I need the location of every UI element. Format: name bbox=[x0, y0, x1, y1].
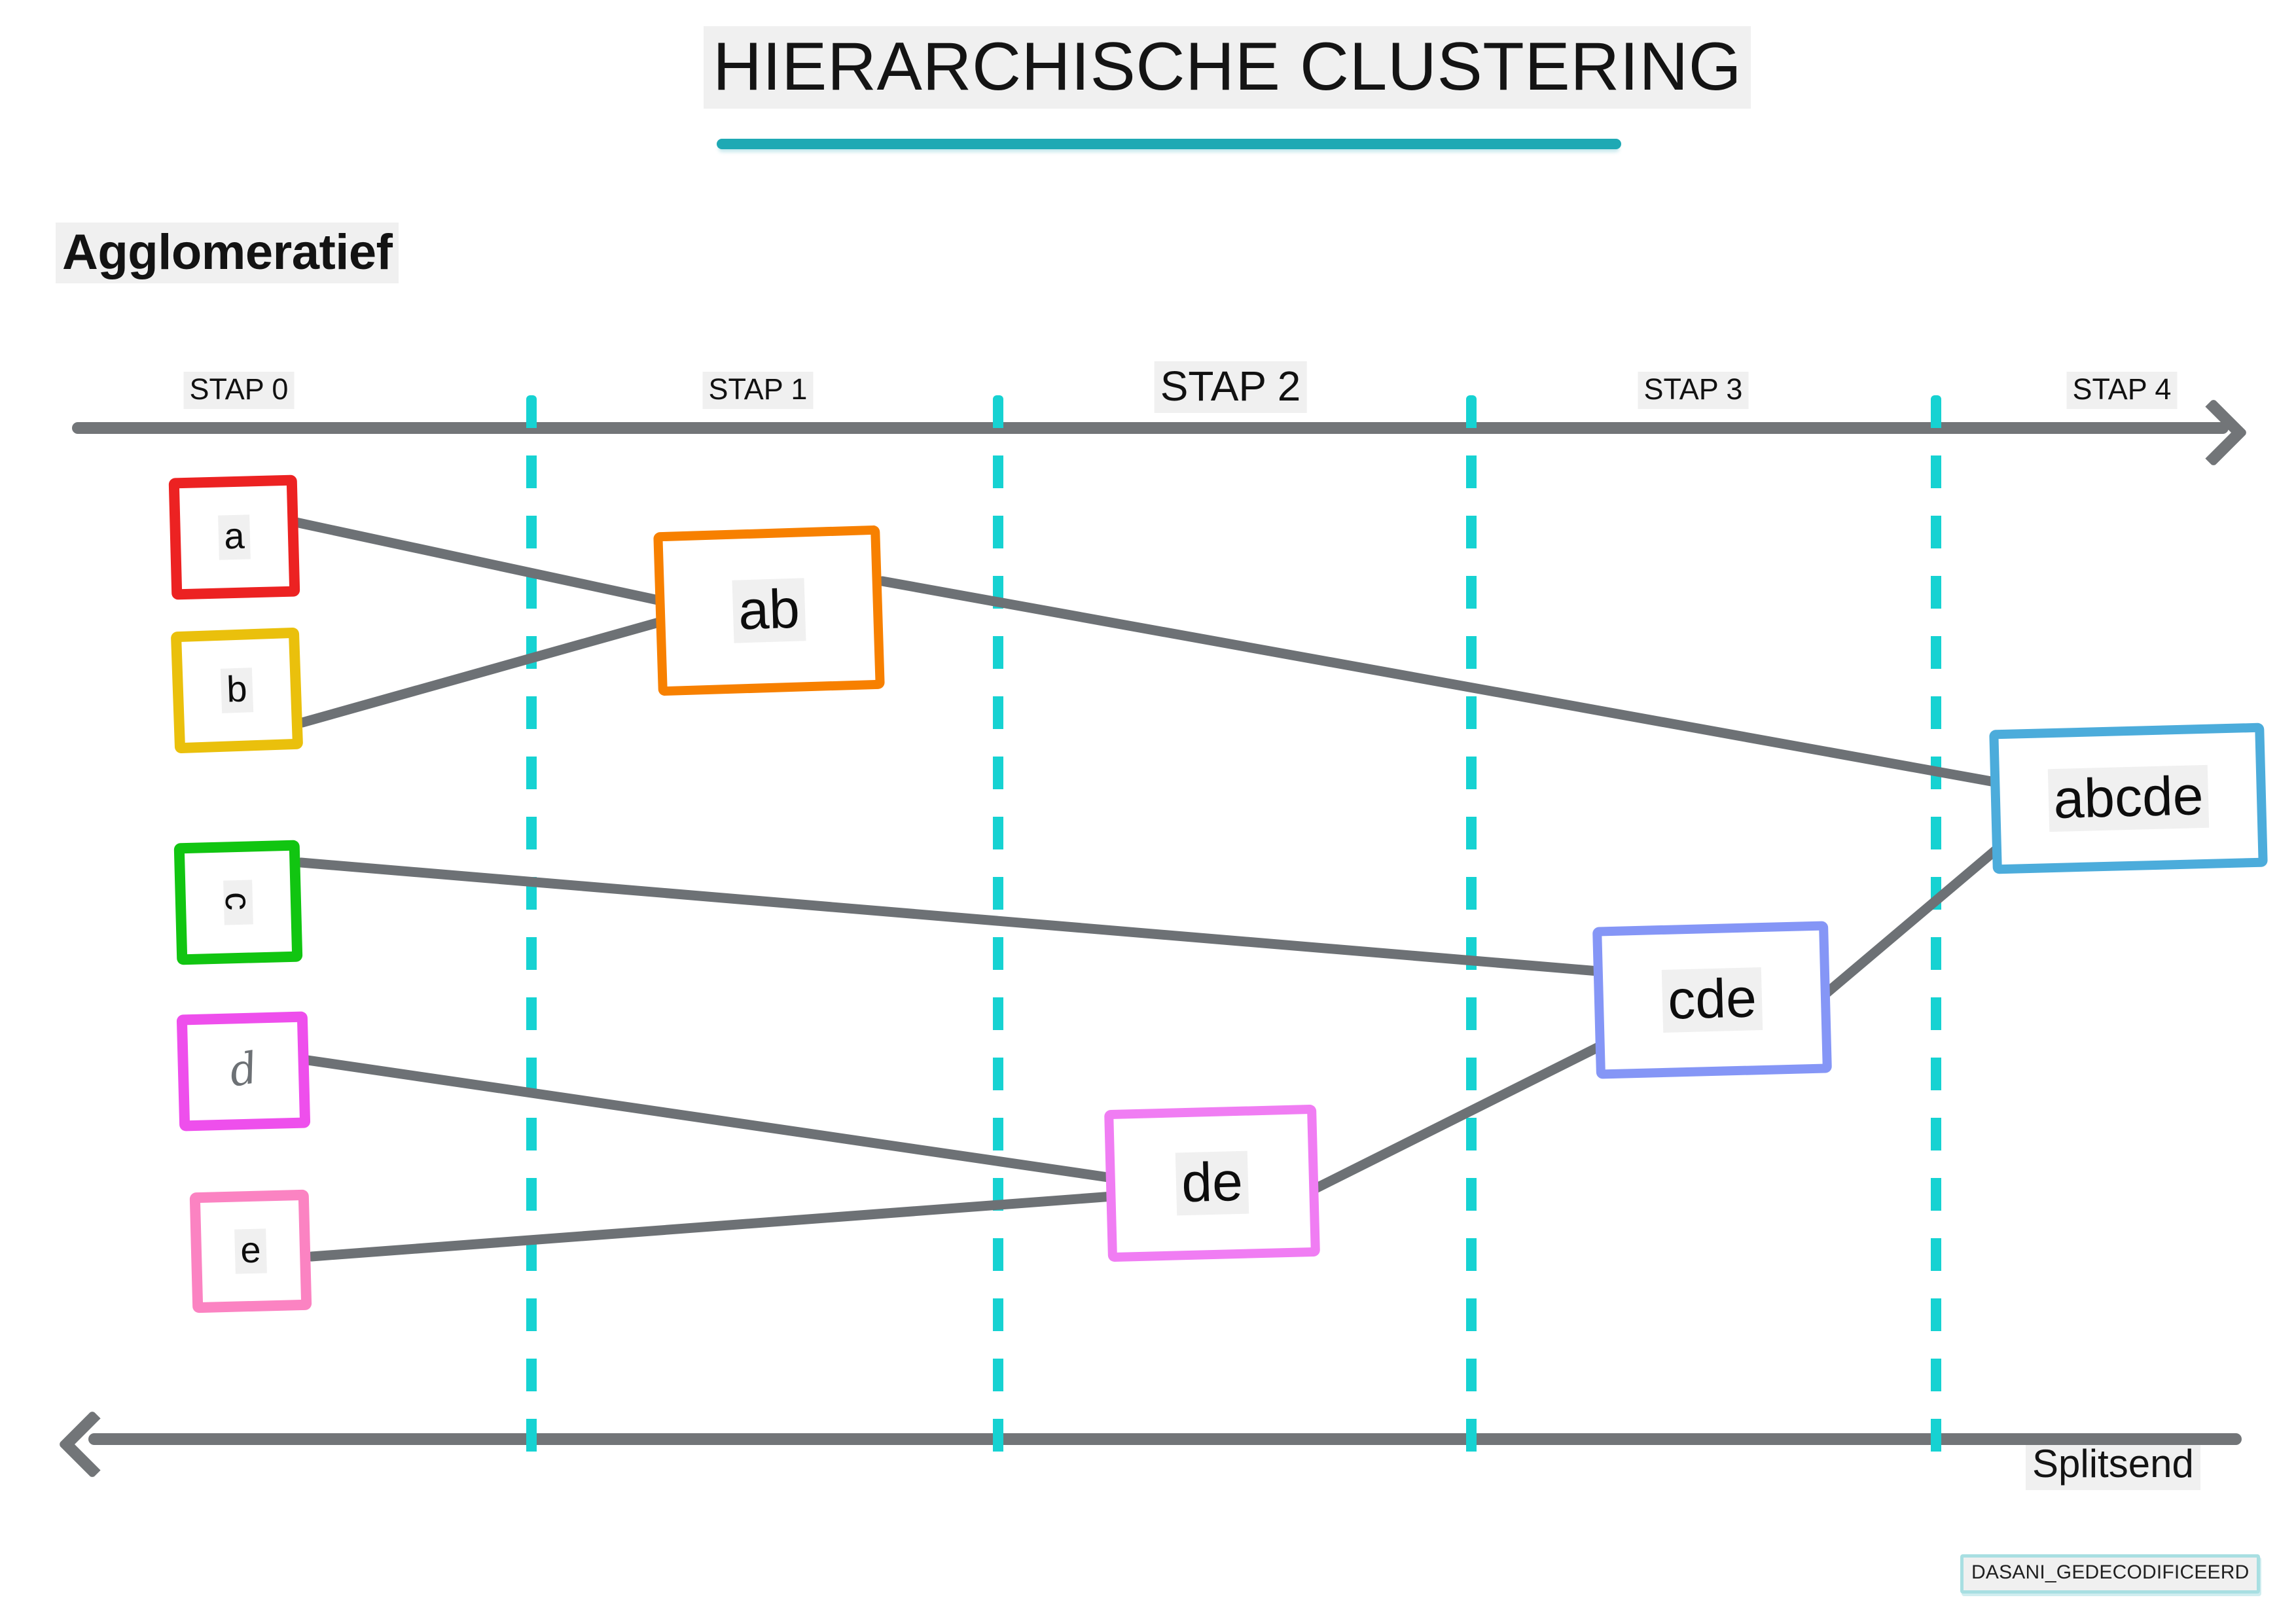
handwritten-glyph: d bbox=[225, 1043, 262, 1097]
cluster-node-a[interactable]: a bbox=[168, 474, 300, 600]
link-cde-to-abcde bbox=[1821, 846, 2000, 999]
link-c-to-cde bbox=[296, 857, 1604, 976]
cluster-node-c[interactable]: c bbox=[173, 840, 303, 965]
cluster-node-cde[interactable]: cde bbox=[1592, 921, 1832, 1079]
cluster-node-label-de: de bbox=[1175, 1150, 1249, 1216]
top-timeline-axis bbox=[72, 422, 2229, 434]
cluster-node-d[interactable]: d bbox=[176, 1011, 311, 1132]
arrow-right-icon bbox=[2179, 398, 2248, 467]
step-label-0: STAP 0 bbox=[183, 372, 295, 409]
link-a-to-ab bbox=[291, 517, 666, 606]
link-b-to-ab bbox=[297, 616, 666, 728]
bottom-timeline-axis bbox=[88, 1433, 2242, 1445]
cluster-node-label-abcde: abcde bbox=[2047, 764, 2210, 832]
link-ab-to-abcde bbox=[877, 576, 2000, 787]
cluster-node-label-b: b bbox=[221, 668, 253, 713]
title-underline bbox=[717, 139, 1621, 149]
page-title: HIERARCHISCHE CLUSTERING bbox=[704, 26, 1751, 109]
cluster-node-label-d: d bbox=[224, 1043, 263, 1097]
cluster-node-label-ab: ab bbox=[732, 578, 806, 643]
step-divider-2 bbox=[993, 395, 1003, 1469]
cluster-node-e[interactable]: e bbox=[189, 1189, 312, 1313]
arrow-left-icon bbox=[58, 1410, 127, 1479]
link-de-to-cde bbox=[1310, 1042, 1604, 1194]
step-label-4: STAP 4 bbox=[2066, 372, 2178, 409]
watermark-badge: DASANI_GEDECODIFICEERD bbox=[1960, 1554, 2261, 1594]
agglomerative-direction-label: Agglomeratief bbox=[56, 223, 399, 283]
cluster-node-ab[interactable]: ab bbox=[653, 525, 885, 696]
step-divider-4 bbox=[1931, 395, 1941, 1469]
step-divider-3 bbox=[1466, 395, 1477, 1469]
cluster-node-label-c: c bbox=[218, 880, 259, 925]
step-label-1: STAP 1 bbox=[702, 372, 814, 409]
rotated-glyph: c bbox=[217, 891, 260, 911]
step-label-2: STAP 2 bbox=[1154, 361, 1307, 413]
cluster-node-de[interactable]: de bbox=[1104, 1104, 1320, 1262]
step-label-3: STAP 3 bbox=[1638, 372, 1749, 409]
cluster-node-label-e: e bbox=[234, 1228, 267, 1274]
cluster-node-label-cde: cde bbox=[1662, 967, 1763, 1033]
title-container: HIERARCHISCHE CLUSTERING bbox=[704, 26, 1751, 109]
divisive-direction-label: Splitsend bbox=[2026, 1440, 2200, 1490]
cluster-node-abcde[interactable]: abcde bbox=[1989, 722, 2268, 874]
step-divider-1 bbox=[526, 395, 537, 1469]
link-d-to-de bbox=[302, 1055, 1118, 1183]
cluster-node-b[interactable]: b bbox=[170, 627, 304, 754]
cluster-node-label-a: a bbox=[218, 514, 251, 560]
